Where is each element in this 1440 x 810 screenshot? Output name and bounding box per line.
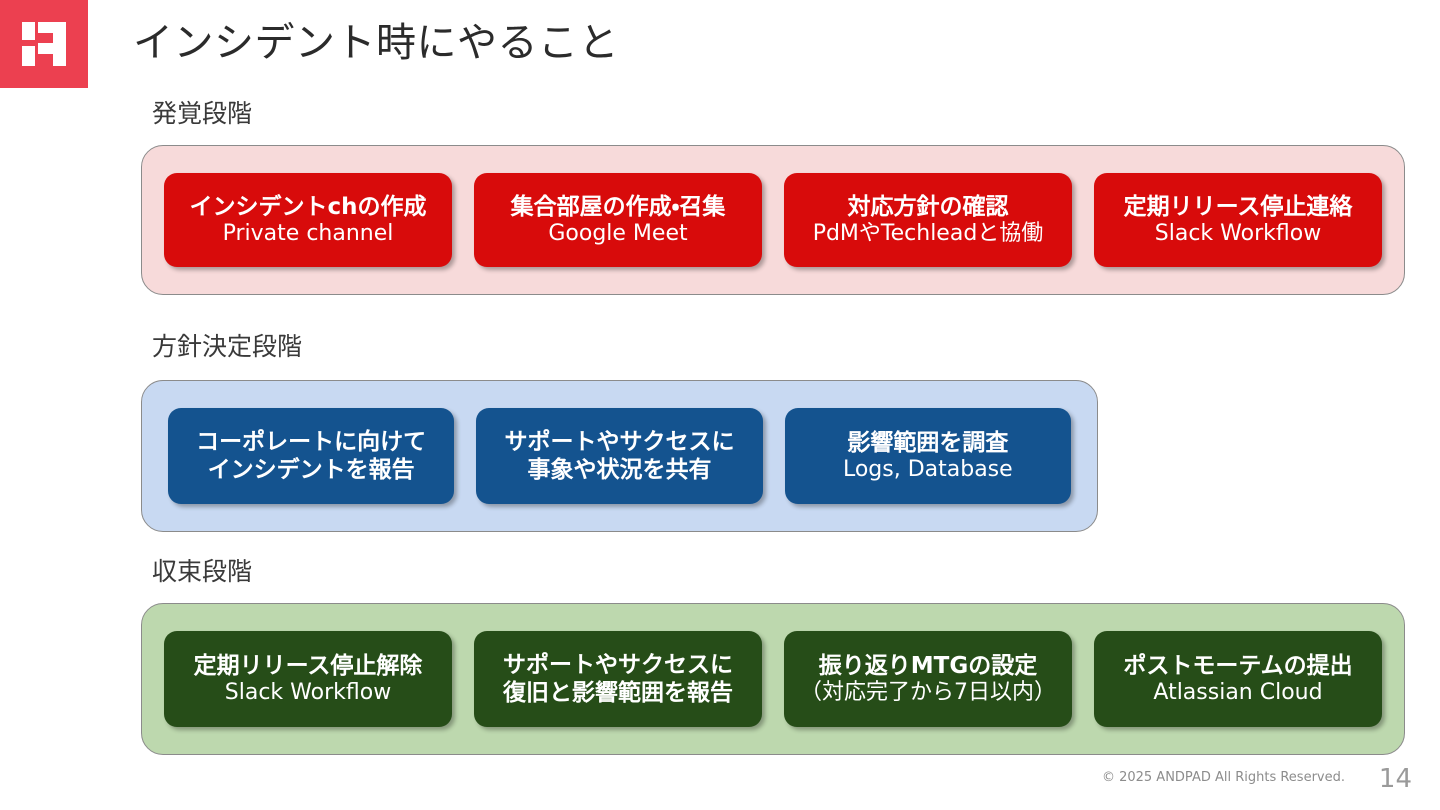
- stage-band-resolution: 定期リリース停止解除 Slack Workflow サポートやサクセスに 復旧と…: [141, 603, 1405, 755]
- action-card[interactable]: 定期リリース停止連絡 Slack Workflow: [1094, 173, 1382, 267]
- action-card[interactable]: 振り返りMTGの設定 （対応完了から7日以内）: [784, 631, 1072, 727]
- action-card[interactable]: 影響範囲を調査 Logs, Database: [784, 408, 1071, 504]
- action-card-subtitle: （対応完了から7日以内）: [800, 679, 1056, 705]
- action-card-subtitle: Atlassian Cloud: [1153, 679, 1323, 705]
- action-card-subtitle: PdMやTechleadと協働: [812, 220, 1044, 246]
- action-card-title: ポストモーテムの提出: [1123, 652, 1353, 679]
- action-card-subtitle: Slack Workflow: [224, 679, 392, 705]
- stage-band-discovery: インシデントchの作成 Private channel 集合部屋の作成・召集 G…: [141, 145, 1405, 295]
- action-card[interactable]: インシデントchの作成 Private channel: [164, 173, 452, 267]
- action-card[interactable]: コーポレートに向けて インシデントを報告: [168, 408, 455, 504]
- andpad-logo: [0, 0, 88, 88]
- action-card-title: インシデントchの作成: [189, 193, 427, 220]
- action-card-subtitle: Logs, Database: [842, 456, 1013, 482]
- action-card-title: コーポレートに向けて: [196, 428, 427, 455]
- action-card-title: 定期リリース停止連絡: [1123, 193, 1353, 220]
- section-label-discovery: 発覚段階: [152, 99, 253, 128]
- action-card-subtitle: Private channel: [222, 220, 394, 246]
- action-card-title: サポートやサクセスに: [504, 428, 735, 455]
- action-card[interactable]: 定期リリース停止解除 Slack Workflow: [164, 631, 452, 727]
- action-card-title: 集合部屋の作成・召集: [510, 193, 726, 220]
- section-label-resolution: 収束段階: [152, 557, 253, 586]
- stage-band-decision: コーポレートに向けて インシデントを報告 サポートやサクセスに 事象や状況を共有…: [141, 380, 1098, 532]
- action-card-subtitle: 事象や状況を共有: [527, 457, 712, 483]
- action-card-title: 定期リリース停止解除: [193, 652, 423, 679]
- action-card-subtitle: Slack Workflow: [1154, 220, 1322, 246]
- action-card-subtitle: Google Meet: [548, 220, 688, 246]
- action-card[interactable]: 集合部屋の作成・召集 Google Meet: [474, 173, 762, 267]
- page-title: インシデント時にやること: [133, 20, 619, 66]
- action-card-title: サポートやサクセスに: [503, 651, 733, 678]
- action-card-subtitle: インシデントを報告: [207, 457, 415, 483]
- action-card-subtitle: 復旧と影響範囲を報告: [503, 680, 733, 706]
- page-number: 14: [1378, 764, 1412, 794]
- section-label-decision: 方針決定段階: [152, 332, 303, 361]
- action-card[interactable]: ポストモーテムの提出 Atlassian Cloud: [1094, 631, 1382, 727]
- action-card-title: 振り返りMTGの設定: [818, 652, 1038, 679]
- action-card[interactable]: 対応方針の確認 PdMやTechleadと協働: [784, 173, 1072, 267]
- copyright-notice: © 2025 ANDPAD All Rights Reserved.: [1101, 770, 1345, 785]
- action-card-title: 対応方針の確認: [847, 193, 1009, 220]
- action-card[interactable]: サポートやサクセスに 事象や状況を共有: [476, 408, 763, 504]
- action-card-title: 影響範囲を調査: [847, 429, 1009, 456]
- action-card[interactable]: サポートやサクセスに 復旧と影響範囲を報告: [474, 631, 762, 727]
